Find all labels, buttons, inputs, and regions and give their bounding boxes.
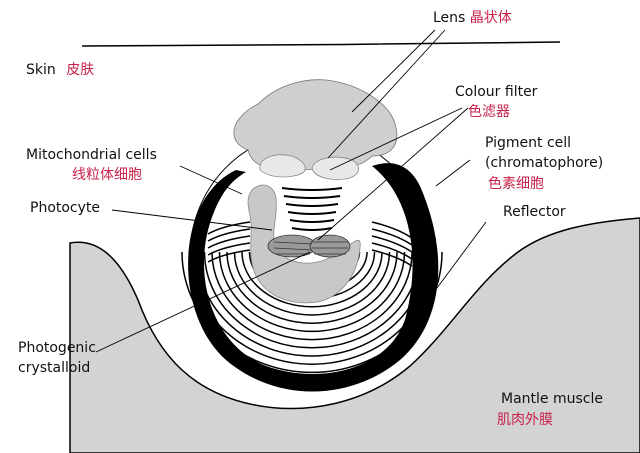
mantle-muscle-region: [69, 217, 640, 453]
lens-label: Lens 晶状体: [433, 9, 512, 27]
reflector-side-layer: [207, 221, 251, 235]
photogenic-crystalloid-core: [267, 234, 351, 258]
colour-filter-lobes: [259, 154, 359, 180]
photocyte-label: Photocyte: [30, 200, 101, 216]
reflector-side-layer: [371, 249, 413, 267]
reflector-side-layer: [371, 235, 413, 253]
reflector-layer: [241, 251, 383, 308]
mantle-muscle-label-cn: 肌肉外膜: [497, 412, 553, 428]
reflector-upper-layer: [291, 227, 333, 231]
skin-label: Skin 皮肤: [26, 61, 94, 79]
reflector-layer: [233, 251, 391, 316]
pigment-cell-label-en: Pigment cell: [485, 135, 572, 151]
colour-filter-label-cn: 色滤器: [468, 104, 510, 120]
reflector-upper-layer: [283, 195, 341, 199]
pigment-cell-label-cn: 色素细胞: [488, 176, 544, 192]
reflector-label: Reflector: [503, 204, 566, 220]
mantle-muscle-label-en: Mantle muscle: [501, 391, 603, 407]
lens-shape: [233, 79, 398, 171]
reflector-layer: [211, 251, 413, 341]
leader-lines: [95, 29, 487, 353]
photogenic-label: Photogenic: [18, 340, 96, 356]
crystalloid-label: crystalloid: [18, 360, 91, 376]
reflector-layer: [226, 251, 398, 324]
reflector-upper-layer: [287, 211, 337, 215]
photocyte-shape: [247, 184, 361, 304]
skin-label-cn: 皮肤: [66, 62, 95, 78]
reflector-layer: [181, 251, 443, 374]
reflector-side-layer: [371, 242, 413, 260]
lens-label-cn: 晶状体: [469, 10, 512, 26]
mitochondrial-cells-label-en: Mitochondrial cells: [26, 147, 157, 163]
chromatophore-label-en: (chromatophore): [485, 155, 604, 171]
skin-label-en: Skin: [26, 62, 56, 78]
reflector-side-layer: [207, 228, 251, 242]
reflector-side-layer: [371, 228, 413, 246]
mitochondrial-cells-label-cn: 线粒体细胞: [72, 167, 142, 183]
reflector-side-layer: [207, 235, 251, 249]
reflector-side-layer: [207, 249, 251, 263]
skin-surface-line: [81, 41, 561, 47]
pigment-cell-cup: [188, 163, 439, 392]
colour-filter-label-en: Colour filter: [455, 84, 538, 100]
reflector-side-layer: [207, 242, 251, 256]
lens-label-en: Lens: [433, 10, 466, 26]
reflector-layer: [218, 251, 406, 333]
reflector-upper-layer: [281, 187, 343, 191]
reflector-upper-layer: [289, 219, 335, 223]
reflector-upper-layer: [285, 203, 339, 207]
reflector-layer: [188, 251, 436, 365]
reflector-side-layer: [371, 221, 413, 239]
